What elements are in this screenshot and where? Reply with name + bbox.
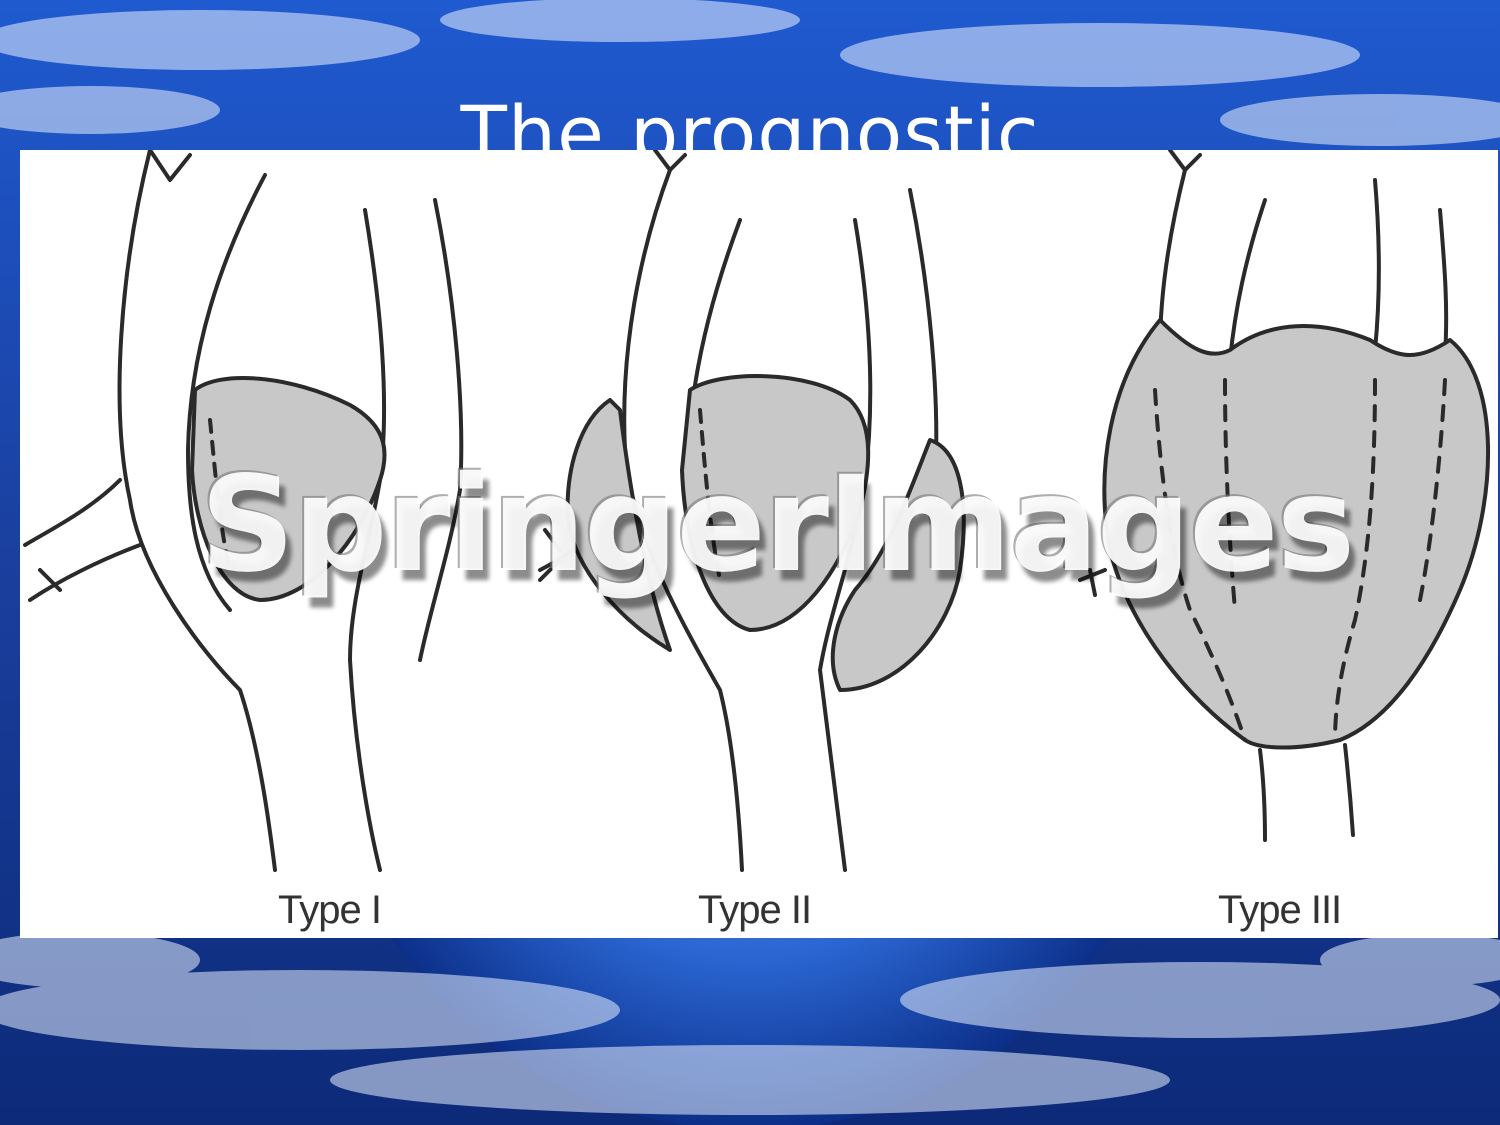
type-1-label: Type I — [278, 888, 382, 932]
type-2-drawing — [538, 150, 966, 872]
type-2-label: Type II — [698, 888, 812, 932]
figure-panel: SpringerImages Type I Type II Type III — [20, 150, 1498, 938]
type-3-drawing — [1078, 150, 1491, 842]
type-3-label: Type III — [1218, 888, 1342, 932]
springer-images-watermark: SpringerImages — [200, 448, 1355, 602]
classification-diagram — [23, 150, 1491, 872]
type-1-drawing — [23, 150, 464, 872]
